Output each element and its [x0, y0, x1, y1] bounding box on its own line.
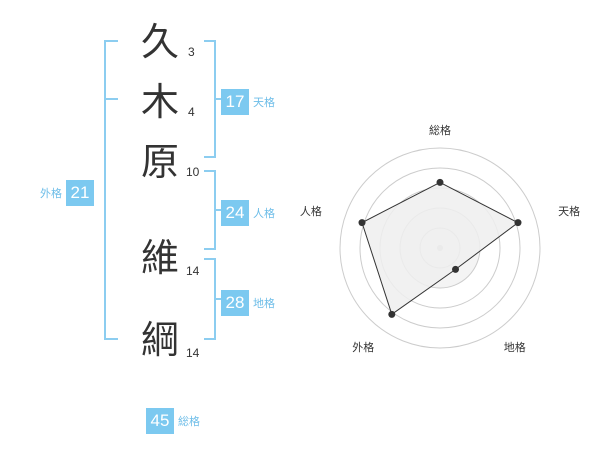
radar-point-3	[452, 265, 460, 273]
name-char-5: 綱	[140, 318, 179, 362]
stroke-count-1: 3	[188, 45, 195, 59]
jinkaku-value: 24	[221, 200, 249, 226]
gaikaku-value: 21	[66, 180, 94, 206]
tenkaku-value: 17	[221, 89, 249, 115]
jinkaku-badge: 24 人格	[221, 200, 275, 226]
name-char-4: 維	[140, 236, 179, 280]
radar-point-2	[514, 219, 522, 227]
tenkaku-badge: 17 天格	[221, 89, 275, 115]
chikaku-value: 28	[221, 290, 249, 316]
radar-axis-label-1: 総格	[429, 123, 451, 137]
name-char-3: 原	[140, 140, 179, 184]
stroke-count-5: 14	[186, 346, 200, 360]
chikaku-label: 地格	[253, 297, 275, 310]
gaikaku-bracket	[104, 40, 118, 340]
radar-point-4	[388, 310, 396, 318]
radar-axis-label-2: 天格	[558, 204, 580, 218]
soukaku-label: 総格	[178, 415, 200, 428]
radar-point-1	[436, 178, 444, 186]
stroke-count-4: 14	[186, 264, 200, 278]
gaikaku-label: 外格	[40, 187, 62, 200]
gaikaku-bracket-tick	[104, 98, 118, 100]
soukaku-value: 45	[146, 408, 174, 434]
radar-axis-label-5: 人格	[300, 204, 322, 218]
radar-axis-label-3: 地格	[504, 340, 526, 354]
name-char-1: 久	[140, 20, 179, 64]
name-char-2: 木	[140, 80, 179, 124]
radar-axis-label-4: 外格	[352, 340, 374, 354]
radar-polygon	[361, 181, 519, 316]
chikaku-badge: 28 地格	[221, 290, 275, 316]
tenkaku-label: 天格	[253, 96, 275, 109]
tenkaku-bracket-tick	[214, 98, 222, 100]
stroke-count-3: 10	[186, 165, 200, 179]
stroke-count-2: 4	[188, 105, 195, 119]
radar-point-5	[358, 219, 366, 227]
jinkaku-label: 人格	[253, 207, 275, 220]
gaikaku-badge: 外格 21	[40, 180, 94, 206]
jinkaku-bracket-tick	[214, 209, 222, 211]
soukaku-badge: 45 総格	[146, 408, 200, 434]
chikaku-bracket-tick	[214, 298, 222, 300]
